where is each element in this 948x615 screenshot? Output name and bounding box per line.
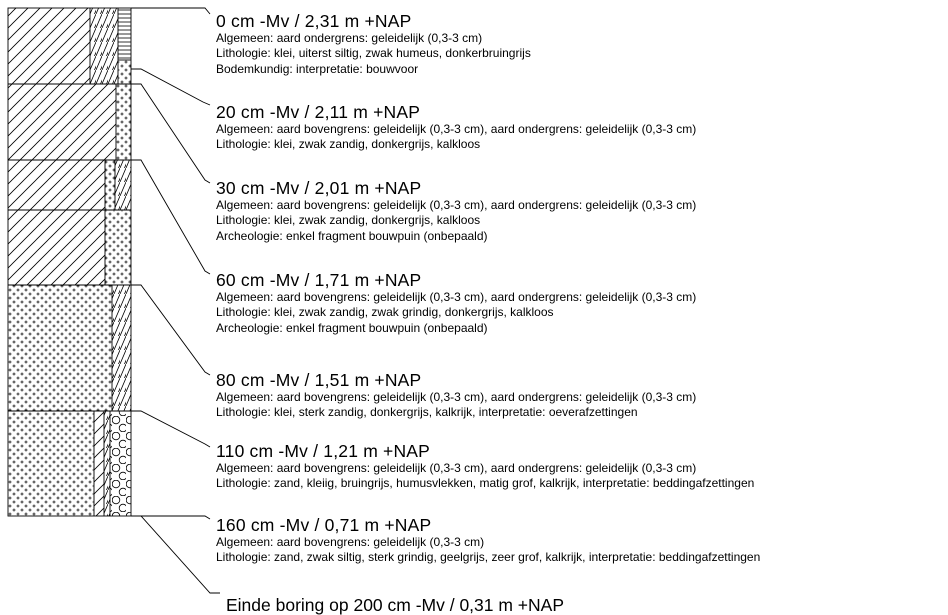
leader-line bbox=[131, 159, 211, 275]
layer-line: Algemeen: aard bovengrens: geleidelijk (… bbox=[216, 122, 697, 136]
layer-line: Algemeen: aard ondergrens: geleidelijk (… bbox=[216, 31, 483, 45]
layer-entry: 110 cm -Mv / 1,21 m +NAP Algemeen: aard … bbox=[216, 441, 946, 492]
layer-heading: 80 cm -Mv / 1,51 m +NAP bbox=[216, 370, 422, 390]
layer-heading: 30 cm -Mv / 2,01 m +NAP bbox=[216, 178, 422, 198]
leader-line bbox=[131, 515, 220, 594]
layer-entry: 20 cm -Mv / 2,11 m +NAP Algemeen: aard b… bbox=[216, 102, 946, 153]
layer-line: Lithologie: klei, uiterst siltig, zwak h… bbox=[216, 46, 531, 61]
layer-heading: 60 cm -Mv / 1,71 m +NAP bbox=[216, 270, 422, 290]
layer-line: Archeologie: enkel fragment bouwpuin (on… bbox=[216, 320, 488, 335]
layer-boundaries bbox=[7, 7, 132, 517]
end-of-boring-label: Einde boring op 200 cm -Mv / 0,31 m +NAP bbox=[226, 595, 565, 615]
layer-line: Algemeen: aard bovengrens: geleidelijk (… bbox=[216, 198, 697, 212]
layer-column-1 bbox=[8, 84, 131, 160]
layer-heading: 160 cm -Mv / 0,71 m +NAP bbox=[216, 515, 432, 535]
layer-line: Lithologie: klei, zwak zandig, donkergri… bbox=[216, 213, 481, 228]
layer-column-2 bbox=[8, 160, 131, 285]
layer-heading: 0 cm -Mv / 2,31 m +NAP bbox=[216, 11, 412, 31]
layer-line: Algemeen: aard bovengrens: geleidelijk (… bbox=[216, 535, 485, 549]
layer-heading: 110 cm -Mv / 1,21 m +NAP bbox=[216, 441, 431, 461]
layer-line: Algemeen: aard bovengrens: geleidelijk (… bbox=[216, 290, 697, 304]
layer-line: Lithologie: klei, zwak zandig, donkergri… bbox=[216, 137, 481, 152]
layer-line: Lithologie: zand, kleiig, bruingrijs, hu… bbox=[216, 476, 755, 491]
layer-column-4 bbox=[8, 411, 131, 516]
layer-entry: 60 cm -Mv / 1,71 m +NAP Algemeen: aard b… bbox=[216, 270, 946, 336]
layer-line: Bodemkundig: interpretatie: bouwvoor bbox=[216, 61, 419, 76]
leader-line bbox=[131, 284, 211, 376]
leader-line bbox=[131, 68, 211, 106]
layer-line: Archeologie: enkel fragment bouwpuin (on… bbox=[216, 228, 488, 243]
layer-entry: 0 cm -Mv / 2,31 m +NAP Algemeen: aard on… bbox=[216, 11, 946, 77]
layer-entry: 160 cm -Mv / 0,71 m +NAP Algemeen: aard … bbox=[216, 515, 946, 566]
layer-entry: 30 cm -Mv / 2,01 m +NAP Algemeen: aard b… bbox=[216, 178, 946, 244]
leader-line bbox=[131, 7, 211, 15]
layer-line: Lithologie: zand, zwak siltig, sterk gri… bbox=[216, 550, 761, 565]
layer-line: Algemeen: aard bovengrens: geleidelijk (… bbox=[216, 461, 697, 475]
layer-column-3 bbox=[8, 285, 131, 411]
layer-column-0 bbox=[8, 8, 131, 84]
layer-entry: 80 cm -Mv / 1,51 m +NAP Algemeen: aard b… bbox=[216, 370, 946, 421]
layer-line: Lithologie: klei, sterk zandig, donkergr… bbox=[216, 405, 638, 420]
layer-line: Lithologie: klei, zwak zandig, zwak grin… bbox=[216, 305, 554, 320]
leader-lines bbox=[131, 7, 220, 594]
leader-line bbox=[131, 83, 211, 184]
layer-heading: 20 cm -Mv / 2,11 m +NAP bbox=[216, 102, 421, 122]
layer-line: Algemeen: aard bovengrens: geleidelijk (… bbox=[216, 390, 697, 404]
leader-line bbox=[131, 410, 211, 448]
